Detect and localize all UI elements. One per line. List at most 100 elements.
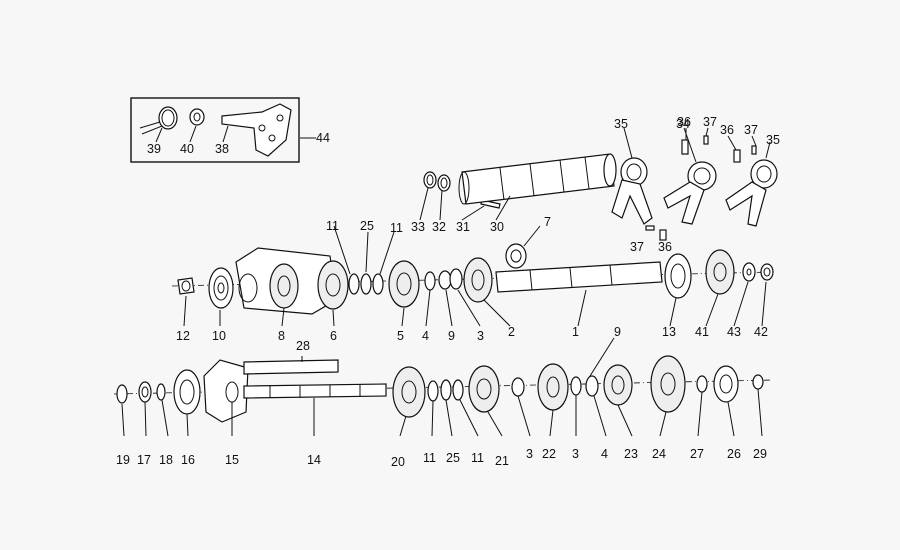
callout-11-upper-a: 11 [326, 219, 339, 233]
callout-33: 33 [411, 220, 425, 234]
callout-23: 23 [624, 447, 638, 461]
callout-3-upper: 3 [477, 329, 484, 343]
callout-6: 6 [330, 329, 337, 343]
gear-5 [388, 260, 420, 308]
callout-labels: 39 40 38 44 35 34 36 37 36 37 35 33 32 3… [116, 115, 780, 469]
callout-2: 2 [508, 325, 515, 339]
callout-1: 1 [572, 325, 579, 339]
callout-30: 30 [490, 220, 504, 234]
gear-6 [317, 260, 349, 310]
callout-39: 39 [147, 142, 161, 156]
shaft-28 [243, 359, 339, 375]
fork-34 [663, 161, 717, 225]
callout-41: 41 [695, 325, 709, 339]
pins-36-37 [645, 135, 757, 241]
callout-8: 8 [278, 329, 285, 343]
callout-25-upper: 25 [360, 219, 374, 233]
inset-box [130, 97, 300, 163]
main-shaft-1 [495, 261, 663, 293]
callout-9-upper: 9 [448, 329, 455, 343]
callout-38: 38 [215, 142, 229, 156]
callout-13: 13 [662, 325, 676, 339]
callout-36-top: 36 [677, 115, 691, 129]
callout-24: 24 [652, 447, 666, 461]
callout-35-left: 35 [614, 117, 628, 131]
callout-3-lower-a: 3 [526, 447, 533, 461]
callout-27: 27 [690, 447, 704, 461]
washer-32 [437, 174, 451, 192]
gear-22 [537, 363, 569, 411]
callout-11-upper-b: 11 [390, 221, 403, 235]
gear-24 [650, 355, 686, 413]
bearing-13 [664, 253, 692, 299]
callout-10: 10 [212, 329, 226, 343]
gear-8 [269, 263, 299, 309]
callout-5: 5 [397, 329, 404, 343]
callout-16: 16 [181, 453, 195, 467]
fork-35-left [611, 157, 653, 225]
callout-37-top: 37 [703, 115, 717, 129]
washers-11-25-11-lower [427, 379, 464, 402]
washer-18 [156, 383, 166, 401]
bearing-10 [208, 267, 234, 309]
needle-bearing-7 [505, 243, 527, 269]
bush-part-40 [189, 108, 205, 126]
washer-33 [423, 171, 437, 189]
callout-9-lower: 9 [614, 325, 621, 339]
callout-21: 21 [495, 454, 509, 468]
callout-43: 43 [727, 325, 741, 339]
nut-42 [760, 263, 774, 281]
callout-26: 26 [727, 447, 741, 461]
gear-2 [463, 257, 493, 303]
callout-7: 7 [544, 215, 551, 229]
callout-34: 34 [676, 117, 690, 131]
washer-29 [752, 374, 764, 390]
callout-4-upper: 4 [422, 329, 429, 343]
callout-28: 28 [296, 339, 310, 353]
callout-15: 15 [225, 453, 239, 467]
callout-44: 44 [316, 131, 330, 145]
callout-42: 42 [754, 325, 768, 339]
layshaft-14 [243, 383, 387, 399]
washers-11-25-11-upper [348, 273, 384, 295]
callout-12: 12 [176, 329, 190, 343]
callout-32: 32 [432, 220, 446, 234]
selector-plate-38 [221, 103, 292, 157]
gear-21 [468, 365, 500, 413]
callout-37-bottom: 37 [630, 240, 644, 254]
callout-25-lower: 25 [446, 451, 460, 465]
gear-23 [603, 364, 633, 406]
washers-4-9-3-upper [424, 268, 463, 291]
bearing-16 [173, 369, 201, 415]
fork-35-right [725, 159, 778, 227]
washer-27 [696, 375, 708, 393]
callout-36-right: 36 [720, 123, 734, 137]
callout-22: 22 [542, 447, 556, 461]
callout-40: 40 [180, 142, 194, 156]
callout-19: 19 [116, 453, 130, 467]
washer-3-lower [511, 377, 525, 397]
gear-41 [705, 249, 735, 295]
selector-drum-30 [458, 153, 617, 205]
callout-18: 18 [159, 453, 173, 467]
callout-3-lower-b: 3 [572, 447, 579, 461]
nut-17 [138, 381, 152, 403]
callout-14: 14 [307, 453, 321, 467]
callout-17: 17 [137, 453, 151, 467]
callout-4-lower: 4 [601, 447, 608, 461]
callout-37-right: 37 [744, 123, 758, 137]
washers-3-4-lower [570, 375, 599, 397]
cover-15 [203, 359, 249, 423]
callout-29: 29 [753, 447, 767, 461]
callout-11-lower-a: 11 [423, 451, 436, 465]
callout-36-bottom: 36 [658, 240, 672, 254]
callout-31: 31 [456, 220, 470, 234]
leader-lines [121, 125, 771, 437]
circlip-19 [116, 384, 128, 404]
bearing-26 [713, 365, 739, 403]
callout-35-right: 35 [766, 133, 780, 147]
spring-part-39 [139, 106, 178, 135]
nut-12 [177, 277, 195, 295]
